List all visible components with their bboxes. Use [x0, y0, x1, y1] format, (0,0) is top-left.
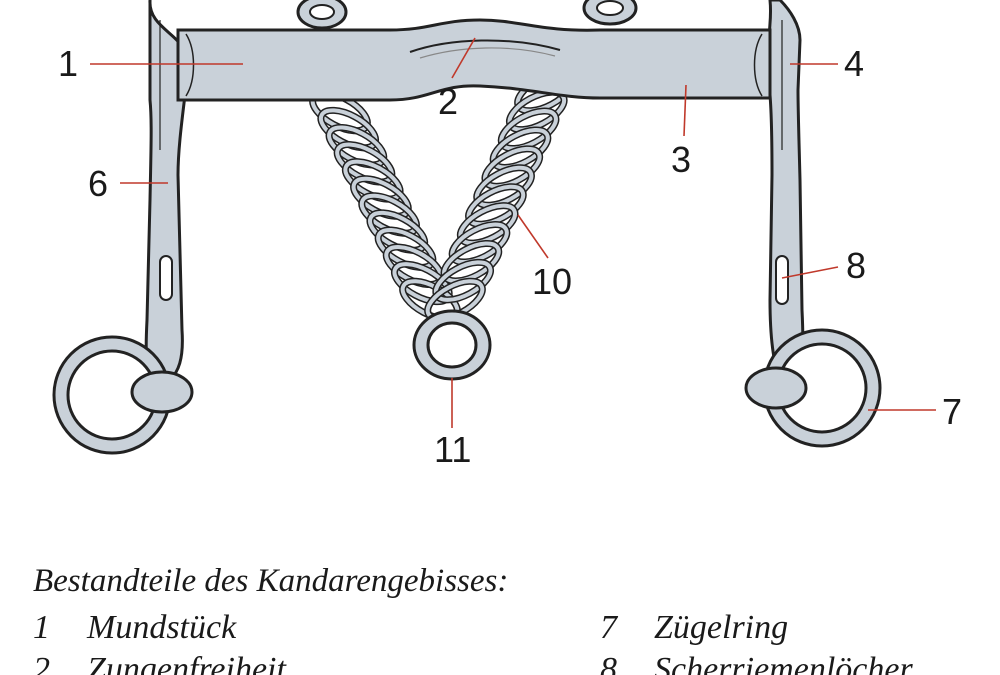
legend-item-number: 2	[33, 651, 50, 675]
callout-8: 8	[846, 245, 867, 286]
callout-3: 3	[671, 139, 692, 180]
legend-title: Bestandteile des Kandarengebisses:	[33, 563, 509, 599]
right-curb-strap-slot	[775, 255, 789, 305]
legend-item: 2 Zungenfreiheit	[33, 653, 286, 675]
leader-line-2	[451, 37, 476, 79]
callout-11: 11	[434, 429, 472, 470]
legend-item-text: Zungenfreiheit	[87, 651, 286, 675]
right-shank	[767, 0, 805, 382]
legend-item-text: Scherriemenlöcher	[654, 651, 913, 675]
callout-6: 6	[88, 163, 109, 204]
legend-item-text: Mundstück	[87, 609, 237, 646]
curb-chain-right	[424, 0, 638, 323]
leader-line-10	[517, 214, 549, 259]
callout-7: 7	[942, 391, 963, 432]
leader-line-3	[683, 84, 687, 137]
legend-item-number: 1	[33, 609, 50, 646]
leader-line-8	[781, 266, 839, 279]
legend-item: 8 Scherriemenlöcher	[600, 653, 913, 675]
left-rein-ring	[52, 335, 194, 455]
lip-strap-ring	[412, 309, 492, 381]
right-rein-ring	[744, 328, 882, 448]
legend-item-number: 7	[600, 609, 617, 646]
curb-chain-left	[296, 0, 461, 323]
legend-item-number: 8	[600, 651, 617, 675]
left-curb-strap-slot	[159, 255, 173, 301]
callout-1: 1	[58, 43, 79, 84]
mouthpiece	[176, 18, 772, 102]
leader-lines	[90, 37, 936, 428]
legend-item-text: Zügelring	[654, 609, 789, 646]
callout-10: 10	[532, 261, 573, 302]
legend-item: 1 Mundstück	[33, 611, 236, 645]
callout-2: 2	[438, 81, 459, 122]
legend-item: 7 Zügelring	[600, 611, 788, 645]
callout-4: 4	[844, 43, 865, 84]
